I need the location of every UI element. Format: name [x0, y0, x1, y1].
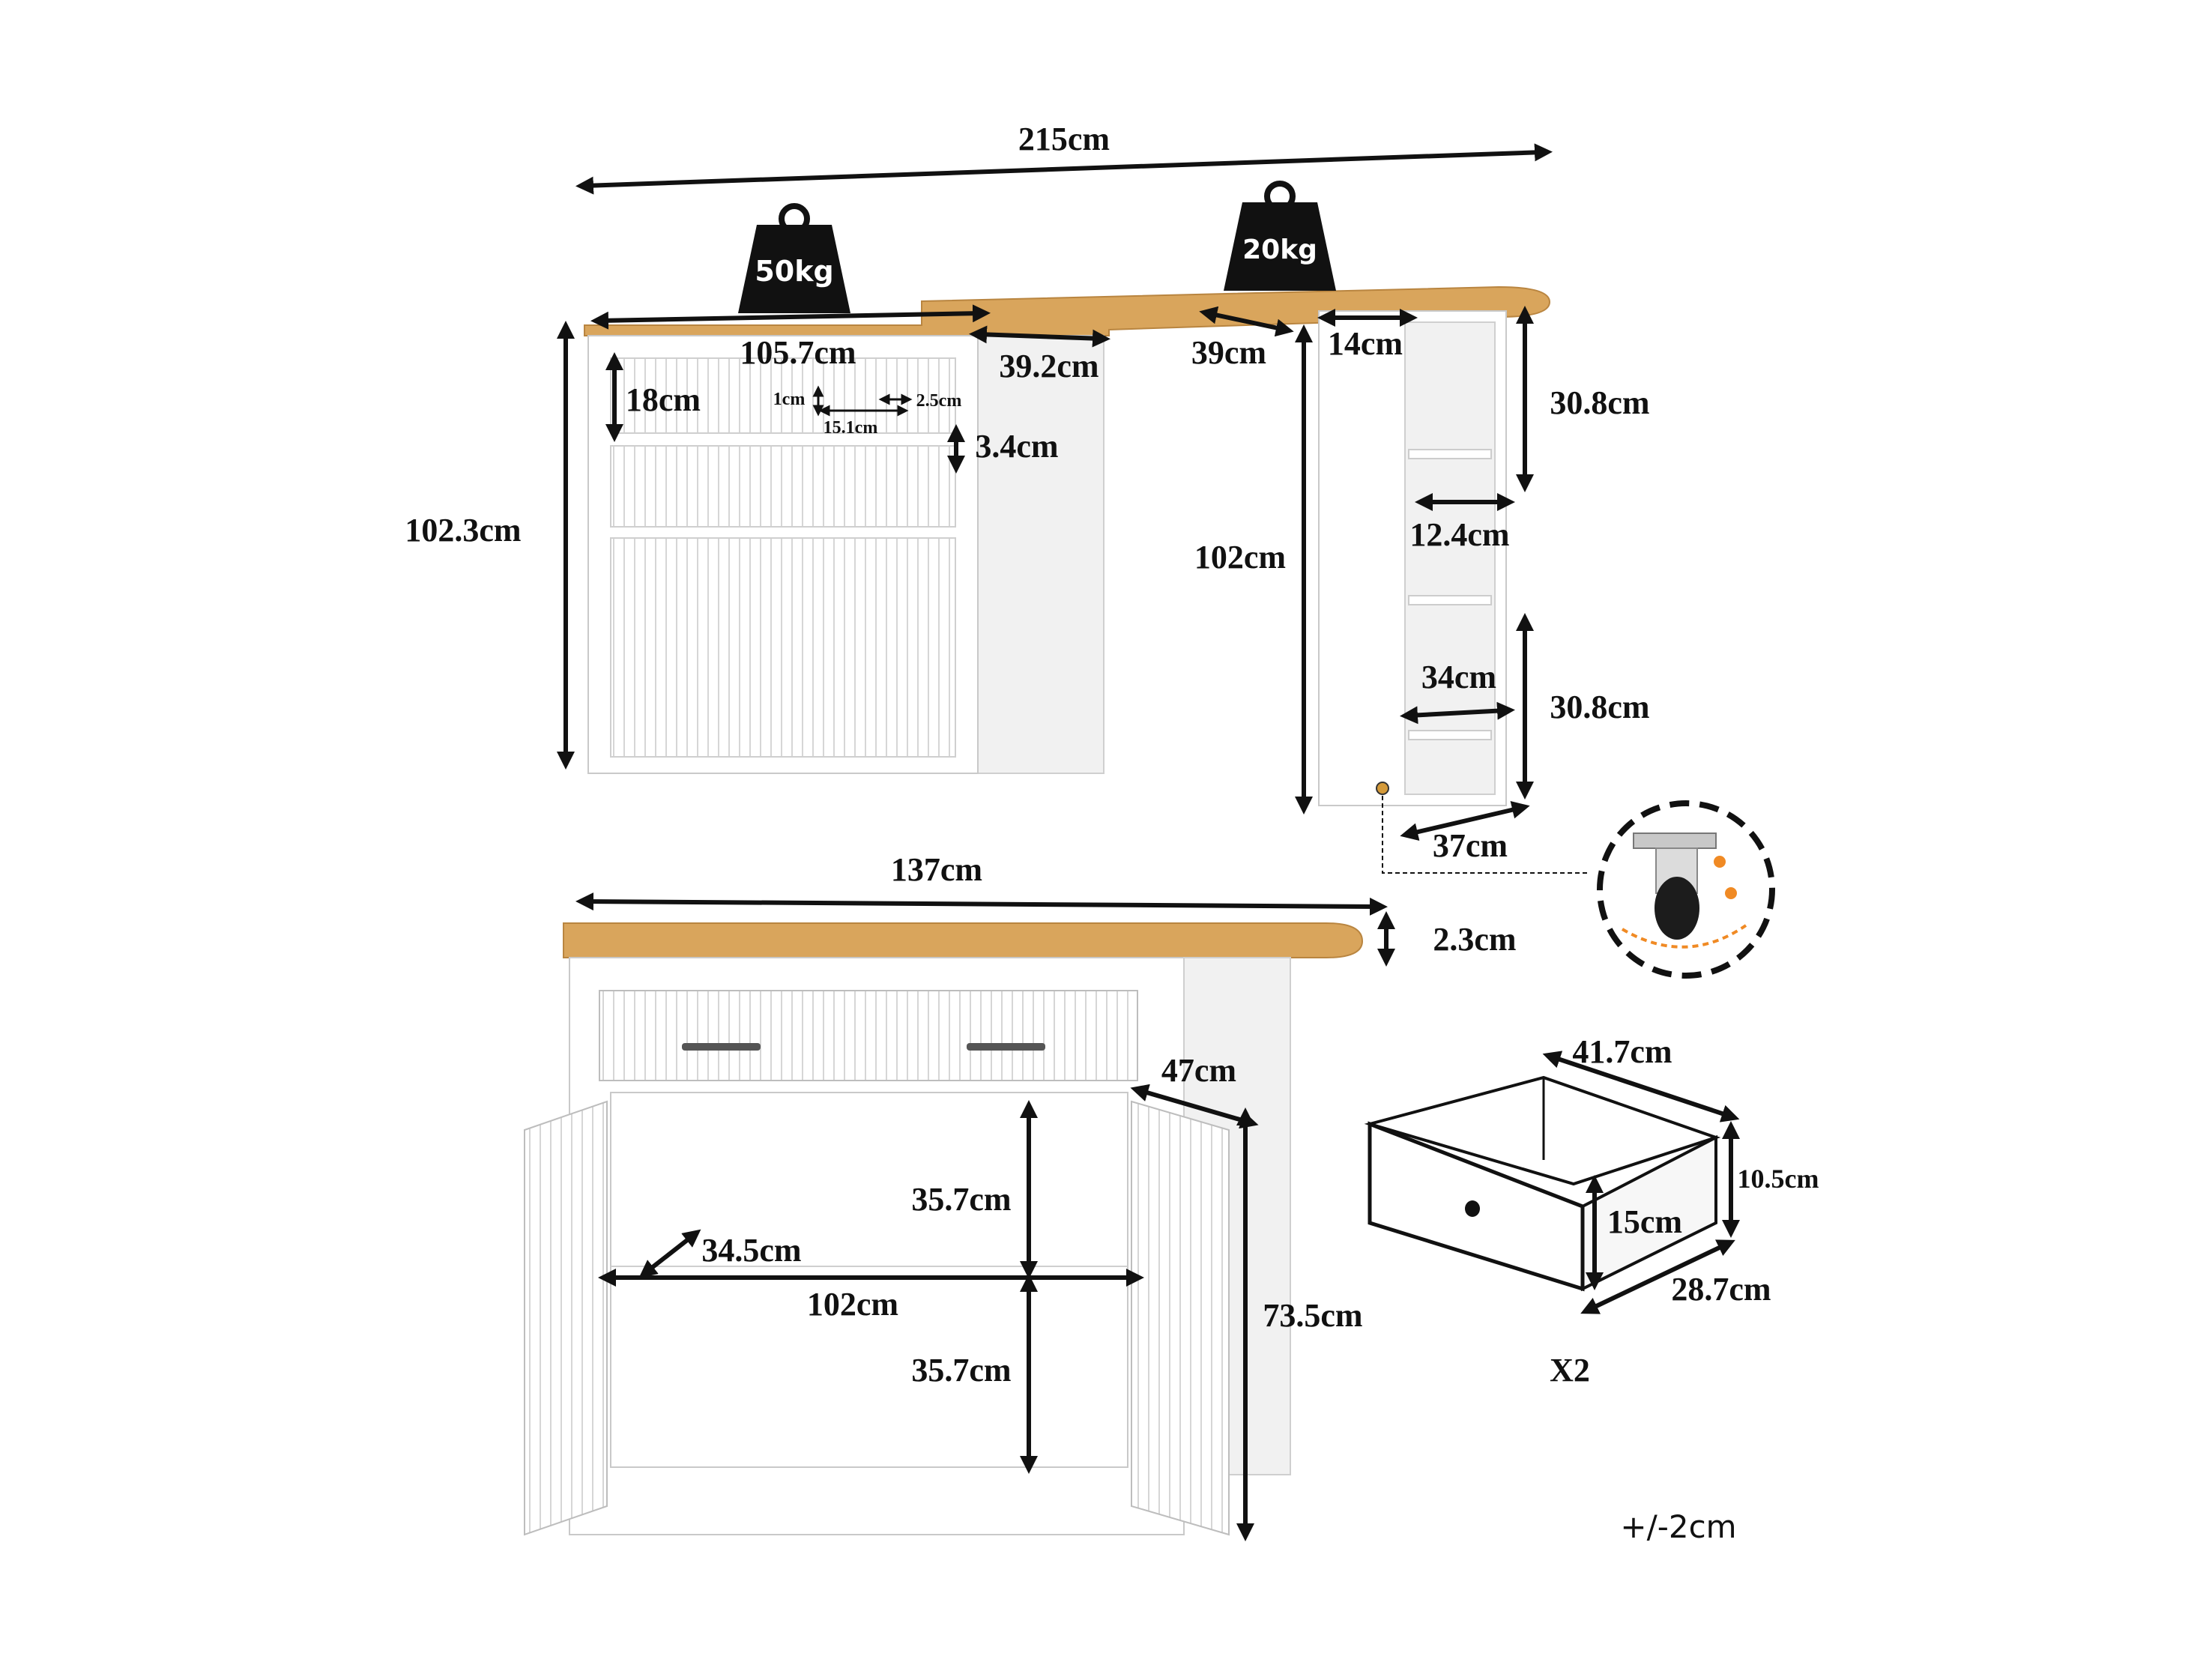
label-handle-hole: 1cm [773, 390, 806, 409]
svg-text:20kg: 20kg [1242, 235, 1317, 265]
label-top-width: 137cm [891, 851, 982, 888]
cabinet-drawer-2 [610, 445, 956, 528]
arrow-interior-depth [638, 1229, 701, 1278]
spice-tower-inner [1404, 321, 1496, 795]
label-shelf-height-top: 30.8cm [1550, 384, 1649, 421]
countertop-front [563, 922, 1364, 958]
label-shelf-height-lower: 35.7cm [911, 1352, 1011, 1388]
label-drawer-height-front: 15cm [1607, 1203, 1682, 1240]
arrow-total-width [575, 143, 1553, 195]
weight-50kg-icon: 50kg [738, 203, 850, 313]
arrow-drawer-depth [1580, 1239, 1735, 1314]
handle-right [967, 1043, 1045, 1051]
door-right [1131, 1100, 1230, 1536]
label-tower-height: 102cm [1194, 539, 1286, 575]
weight-20kg-icon: 20kg [1224, 181, 1336, 291]
door-left [524, 1100, 608, 1536]
label-bar-depth: 39cm [1191, 334, 1266, 371]
label-drawer-quantity: X2 [1550, 1352, 1590, 1388]
label-shelf-width: 12.4cm [1409, 516, 1509, 553]
label-cabinet-width: 105.7cm [740, 334, 856, 371]
label-drawer-height-side: 10.5cm [1738, 1164, 1819, 1194]
cabinet-door [610, 537, 956, 758]
drawer-hole-icon [1465, 1200, 1480, 1217]
label-total-width: 215cm [1018, 121, 1110, 157]
caster-marker [1376, 782, 1389, 795]
cabinet-side [977, 335, 1105, 774]
label-gap: 3.4cm [975, 428, 1058, 465]
arrow-top-width [575, 892, 1388, 916]
arrow-depth [1130, 1084, 1259, 1129]
arrow-shelf-depth [1400, 701, 1515, 725]
caster-wheel-icon [1597, 800, 1775, 979]
label-offset: 39.2cm [999, 348, 1099, 384]
arrow-drawer-width [1542, 1051, 1740, 1122]
handle-left [682, 1043, 761, 1051]
arrow-cabinet-width [590, 304, 991, 330]
label-tolerance: +/-2cm [1620, 1508, 1736, 1545]
label-height: 73.5cm [1263, 1297, 1362, 1334]
label-shelf-height-upper: 35.7cm [911, 1181, 1011, 1218]
drawer-diagram [1364, 1075, 1721, 1292]
svg-text:50kg: 50kg [755, 255, 833, 288]
label-interior-depth: 34.5cm [701, 1232, 801, 1269]
label-shelf-height-bottom: 30.8cm [1550, 689, 1649, 725]
arrow-bar-depth [1199, 306, 1294, 337]
label-cabinet-height: 102.3cm [405, 512, 521, 549]
label-drawer-height: 18cm [626, 381, 701, 418]
label-shelf-depth: 34cm [1421, 659, 1496, 695]
arrow-offset [969, 325, 1110, 348]
label-drawer-width: 41.7cm [1572, 1033, 1672, 1070]
label-handle-length: 15.1cm [824, 418, 878, 438]
label-tower-depth: 37cm [1433, 827, 1508, 864]
label-depth: 47cm [1161, 1052, 1236, 1089]
label-interior-width: 102cm [807, 1286, 898, 1323]
arrow-tower-depth [1400, 801, 1530, 841]
label-handle-spacing: 2.5cm [916, 391, 962, 411]
drawer-front [599, 990, 1138, 1081]
label-tower-width-top: 14cm [1328, 325, 1403, 362]
label-drawer-depth: 28.7cm [1671, 1271, 1771, 1308]
label-top-thickness: 2.3cm [1433, 921, 1516, 958]
bottom-illustration [524, 922, 1364, 1536]
